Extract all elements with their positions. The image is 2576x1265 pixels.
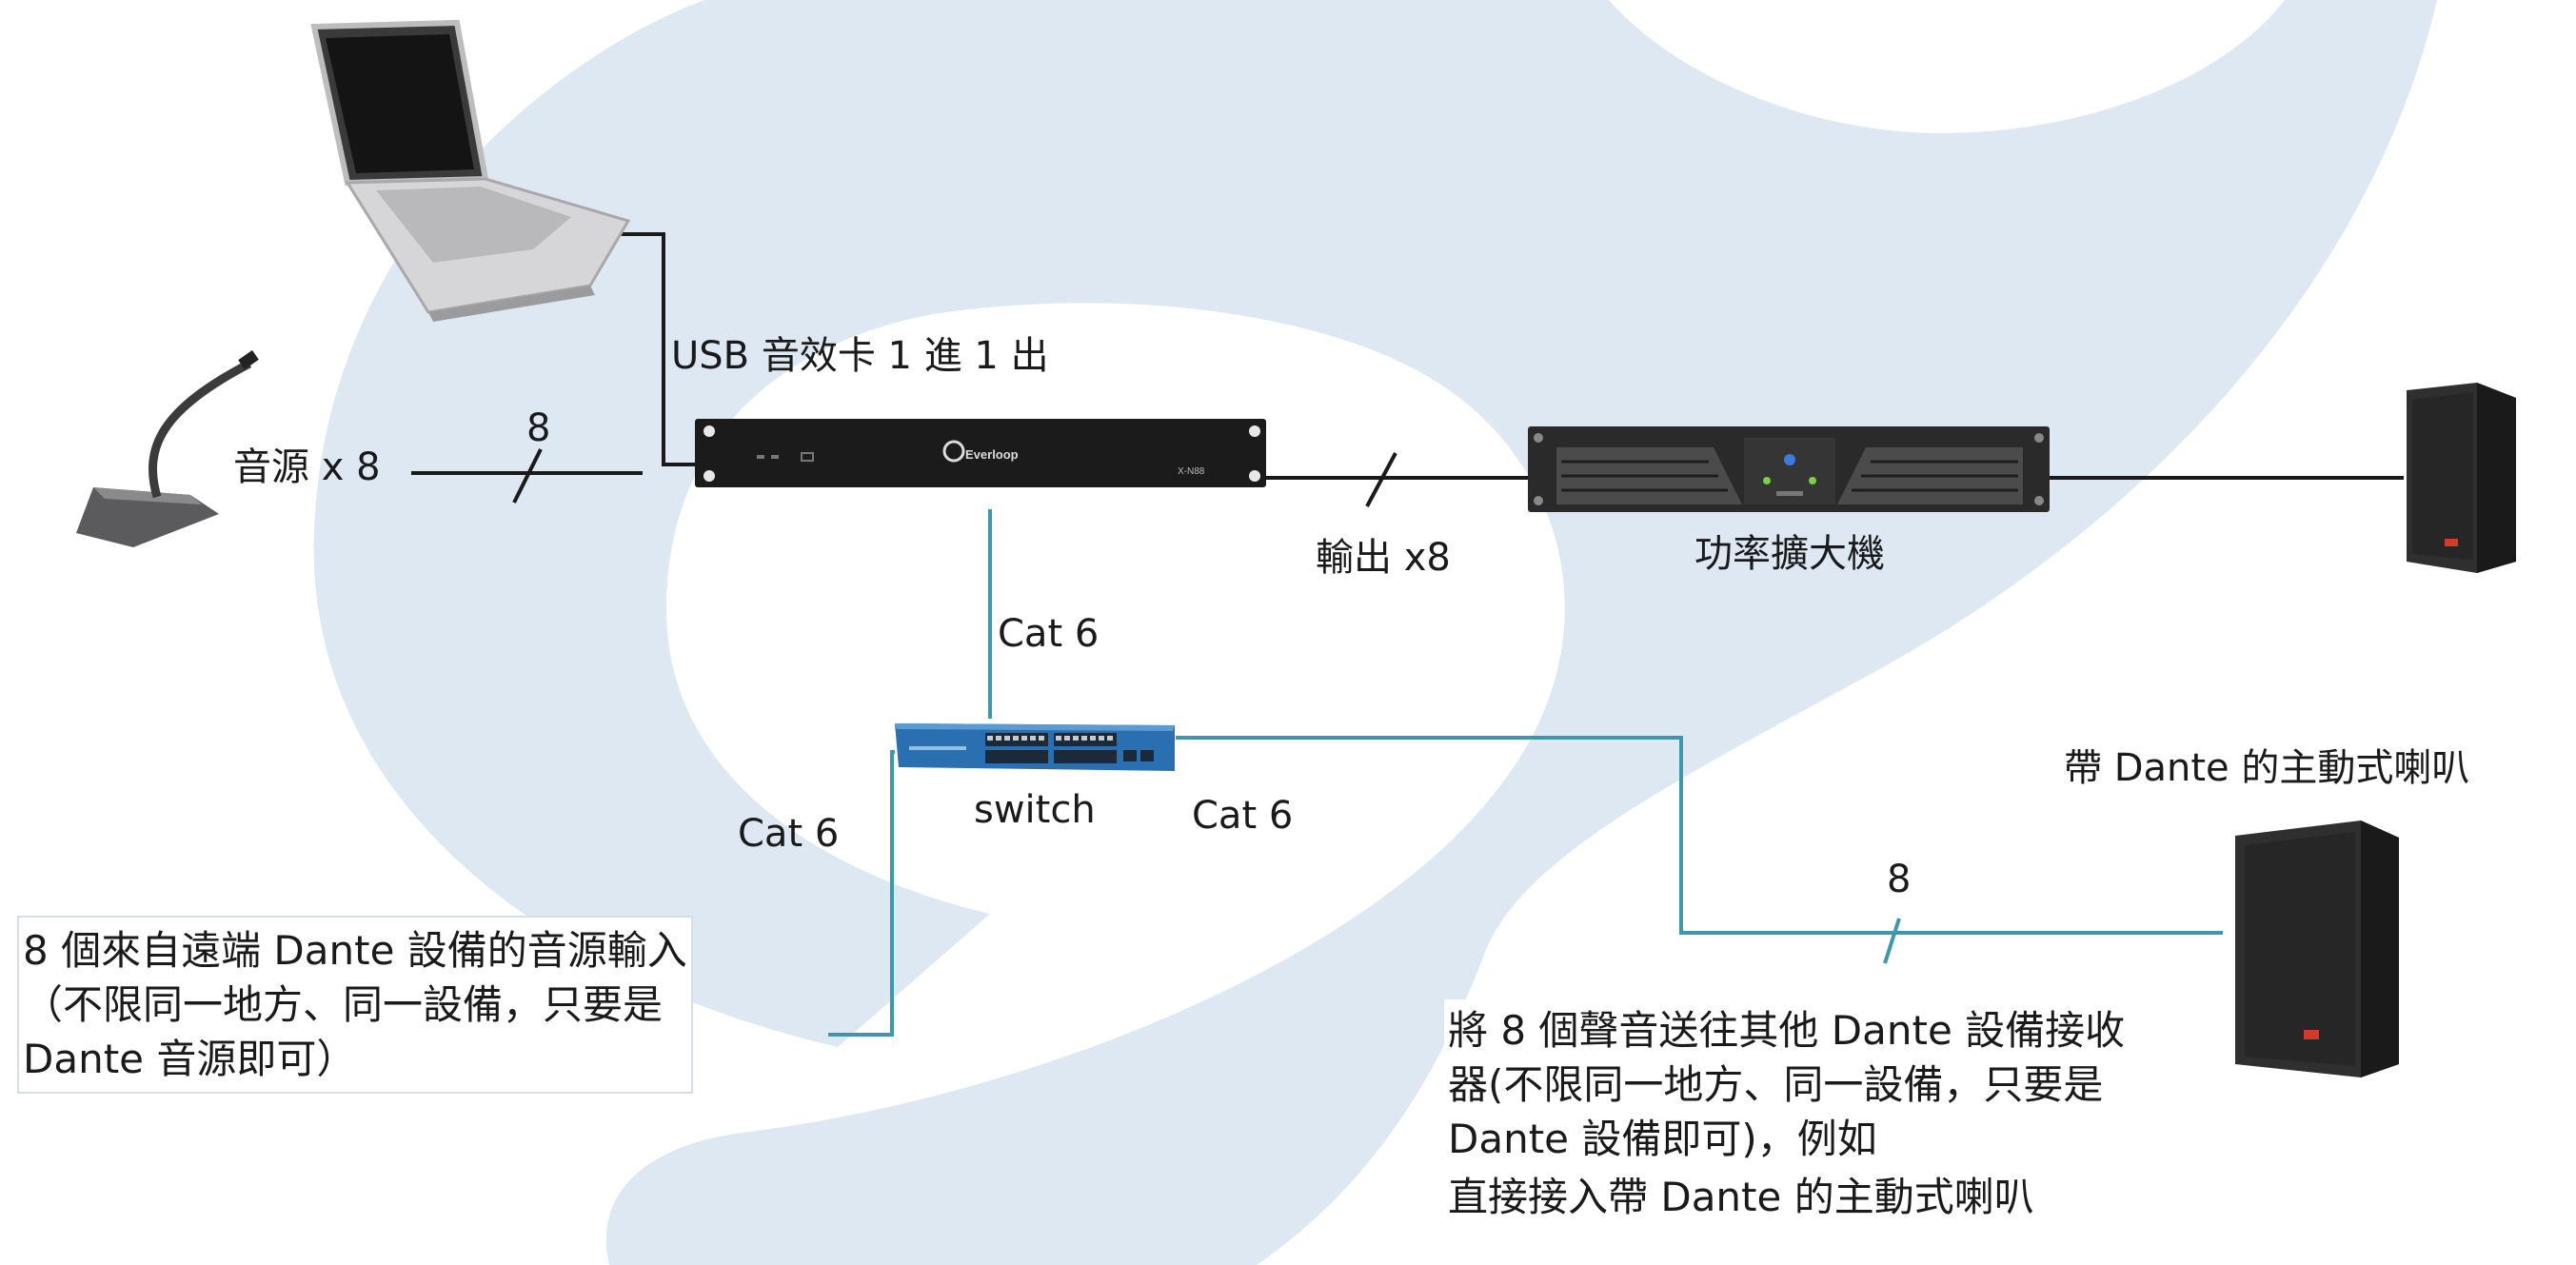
output-slash	[1365, 452, 1397, 507]
remote-input-line-1: 8 個來自遠端 Dante 設備的音源輸入	[23, 927, 687, 974]
power-amplifier-device	[1528, 426, 2050, 512]
active-speaker-icon	[2235, 820, 2399, 1077]
send-output-note: 將 8 個聲音送往其他 Dante 設備接收 器(不限同一地方、同一設備，只要是…	[1444, 999, 2130, 1228]
source-x8-label: 音源 x 8	[233, 445, 381, 489]
cat6-switch-dante-out	[1176, 736, 2223, 935]
input-count-label: 8	[526, 406, 551, 450]
send-output-line-3: Dante 設備即可)，例如	[1448, 1116, 1877, 1162]
watermark-logo	[313, 0, 2437, 1265]
send-output-line-1: 將 8 個聲音送往其他 Dante 設備接收	[1448, 1007, 2126, 1054]
speaker-icon	[2407, 383, 2516, 573]
device-model: X-N88	[1178, 466, 1205, 477]
analog-connections	[411, 232, 2404, 507]
cat6-right-label: Cat 6	[1192, 794, 1294, 838]
microphone-icon	[76, 349, 259, 547]
cat6-left-label: Cat 6	[738, 812, 840, 856]
remote-input-line-3: Dante 音源即可）	[23, 1036, 357, 1082]
network-count-label: 8	[1887, 858, 1912, 901]
amplifier-label: 功率擴大機	[1694, 532, 1885, 576]
remote-input-line-2: （不限同一地方、同一設備，只要是	[23, 981, 664, 1028]
cat6-top-label: Cat 6	[998, 612, 1100, 656]
audio-interface-device: Everloop X-N88	[695, 419, 1266, 487]
send-output-line-2: 器(不限同一地方、同一設備，只要是	[1448, 1061, 2104, 1108]
usb-card-label: USB 音效卡 1 進 1 出	[671, 334, 1049, 378]
laptop-usb-cable	[598, 232, 700, 466]
output-x8-label: 輸出 x8	[1316, 536, 1451, 580]
remote-input-note: 8 個來自遠端 Dante 設備的音源輸入 （不限同一地方、同一設備，只要是 D…	[17, 916, 693, 1094]
dante-speaker-label: 帶 Dante 的主動式喇叭	[2064, 746, 2470, 790]
source-input-slash	[512, 448, 543, 504]
device-brand: Everloop	[965, 447, 1019, 462]
switch-label: switch	[974, 788, 1096, 832]
network-switch-device	[895, 723, 1175, 771]
send-output-line-4: 直接接入帶 Dante 的主動式喇叭	[1448, 1174, 2034, 1220]
laptop-icon	[310, 19, 631, 322]
network-slash	[1883, 918, 1901, 964]
network-connections	[828, 509, 2223, 1037]
cat6-switch-remote-input	[828, 750, 895, 1037]
